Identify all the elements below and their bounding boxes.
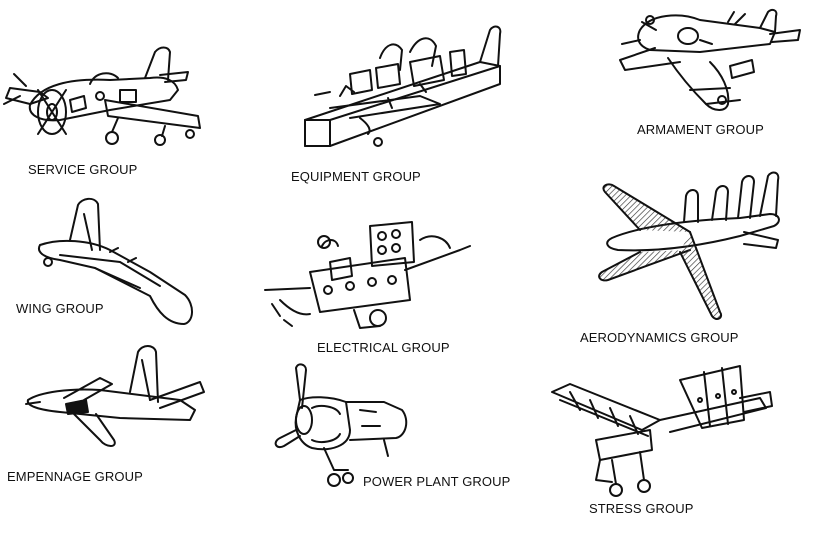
- aerodynamics-group-label: AERODYNAMICS GROUP: [580, 330, 739, 345]
- stress-group-label: STRESS GROUP: [589, 501, 694, 516]
- equipment-group-label: EQUIPMENT GROUP: [291, 169, 421, 184]
- airliner-aerodynamics-icon: [599, 173, 779, 319]
- electrical-group-label: ELECTRICAL GROUP: [317, 340, 450, 355]
- armament-group-label: ARMAMENT GROUP: [637, 122, 764, 137]
- armed-bomber-plane-icon: [620, 10, 800, 110]
- empennage-group-label: EMPENNAGE GROUP: [7, 469, 143, 484]
- jet-plane-tail-empennage-icon: [26, 346, 204, 446]
- service-group-label: SERVICE GROUP: [28, 162, 138, 177]
- flying-wing-aircraft-icon: [39, 199, 192, 324]
- fuselage-cutaway-equipment-icon: [305, 27, 500, 146]
- wing-group-label: WING GROUP: [16, 301, 104, 316]
- airframe-truss-structure-icon: [552, 366, 772, 496]
- fighter-plane-with-service-cart-icon: [4, 48, 200, 146]
- power-plant-group-label: POWER PLANT GROUP: [363, 474, 511, 489]
- electrical-instrument-panel-icon: [265, 222, 470, 328]
- engine-and-propeller-icon: [276, 364, 407, 486]
